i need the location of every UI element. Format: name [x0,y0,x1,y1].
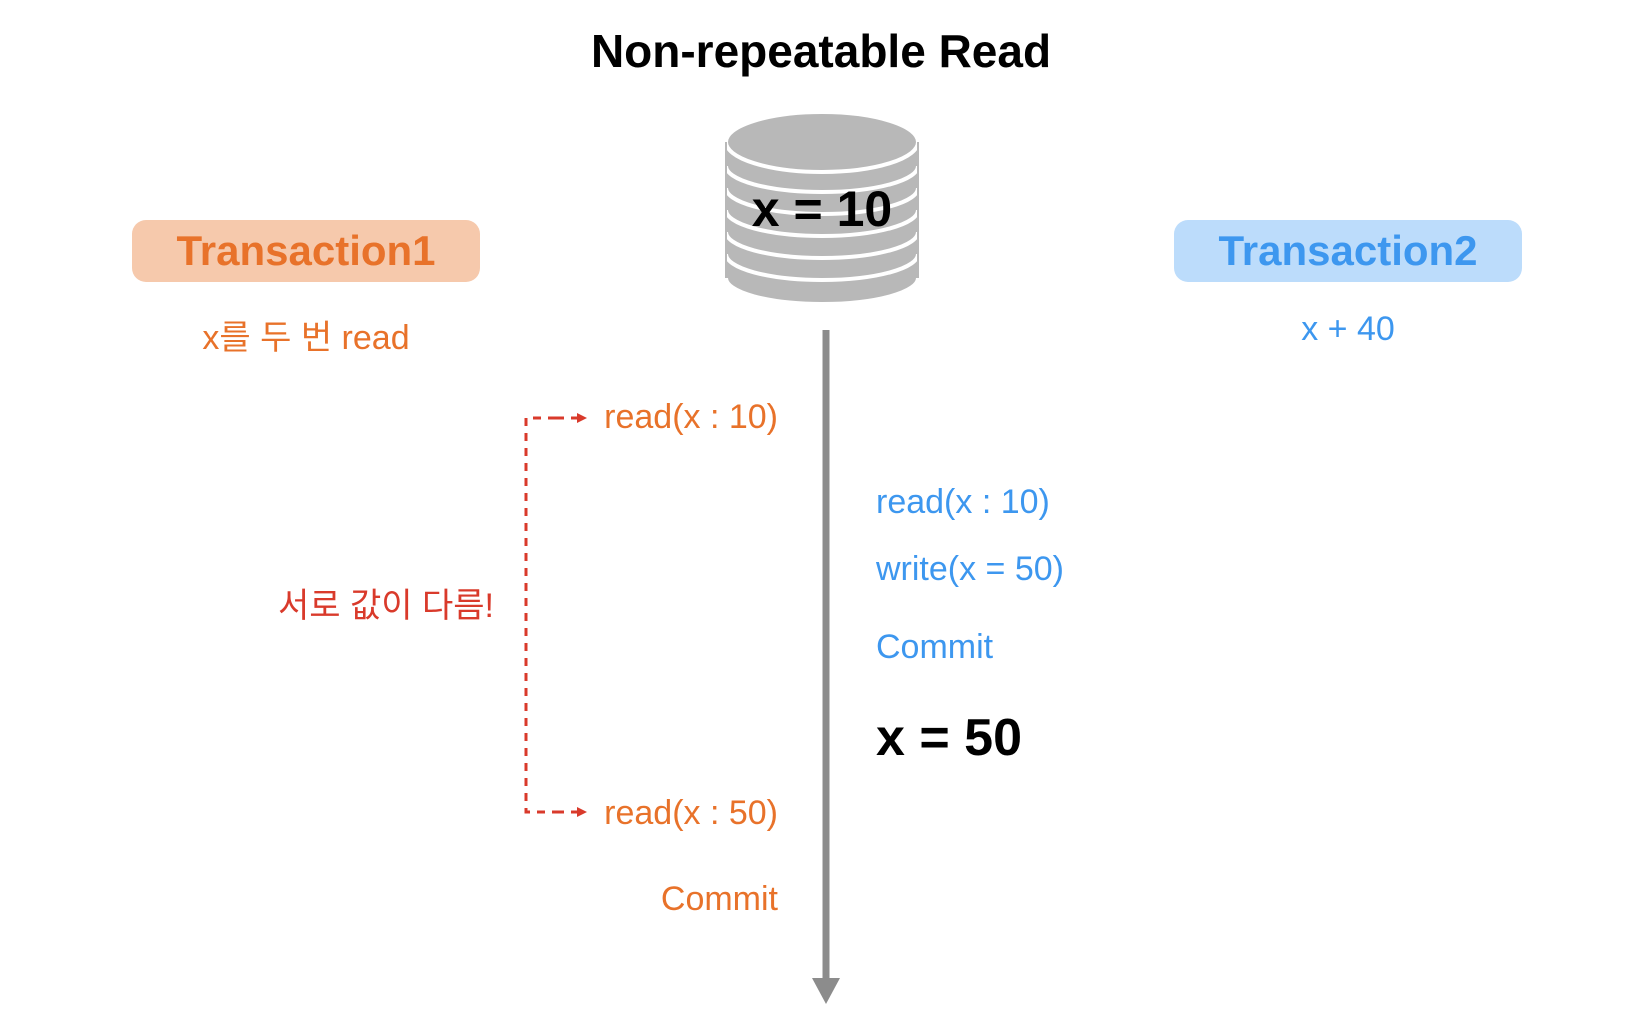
transaction1-label: Transaction1 [132,220,480,282]
difference-connector [524,413,587,817]
transaction2-write: write(x = 50) [876,550,1064,588]
transaction2-commit: Commit [876,628,994,666]
difference-annotation: 서로 값이 다름! [277,587,494,625]
transaction2-result-value: x = 50 [876,709,1023,767]
database-value-label: x = 10 [751,181,893,237]
transaction1-second-read: read(x : 50) [604,794,778,832]
transaction1-commit: Commit [660,880,778,918]
timeline-arrow [812,330,840,1004]
transaction1-first-read: read(x : 10) [604,398,778,436]
transaction1-description: x를 두 번 read [202,319,410,357]
transaction2-label: Transaction2 [1174,220,1522,282]
transaction2-description: x + 40 [1301,310,1395,348]
database-icon [724,110,920,306]
diagram-title: Non-repeatable Read [590,25,1052,77]
transaction2-read: read(x : 10) [876,483,1050,521]
